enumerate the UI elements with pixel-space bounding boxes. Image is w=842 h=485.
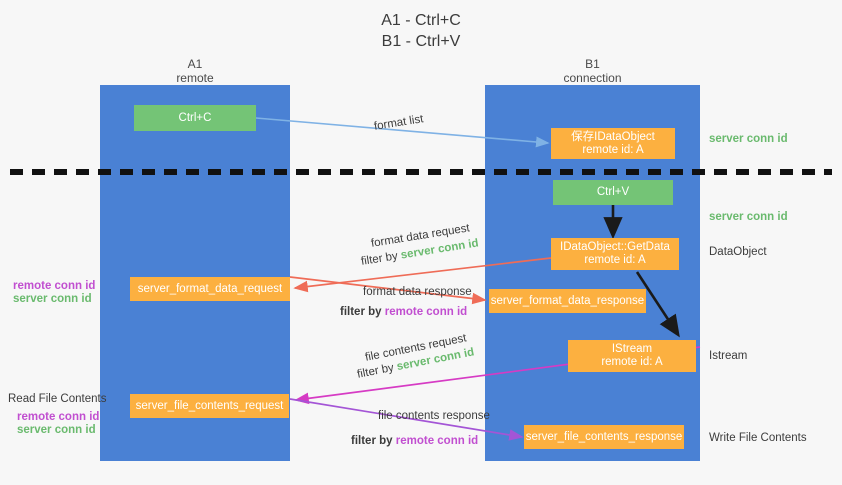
label-left-server-conn-id-2: server conn id	[17, 424, 96, 436]
box-istream[interactable]: IStream remote id: A	[568, 340, 696, 372]
label-fcresp-filter-value: remote conn id	[395, 435, 479, 447]
arrow-getdata-to-istream	[635, 271, 680, 338]
lane-header-a1: A1 remote	[100, 57, 290, 85]
lane-header-b1: B1 connection	[485, 57, 700, 85]
label-right-server-conn-id-mid: server conn id	[709, 211, 788, 223]
box-istream-line1: IStream	[611, 343, 653, 355]
title-line-1: A1 - Ctrl+C	[381, 12, 461, 29]
box-server-file-contents-response-label: server_file_contents_response	[525, 430, 683, 443]
box-ctrl-c-label: Ctrl+C	[178, 111, 212, 124]
lane-b1-title: B1	[585, 57, 600, 71]
box-server-file-contents-response[interactable]: server_file_contents_response	[524, 425, 684, 449]
arrow-file-contents-response	[289, 398, 524, 441]
diagram-title: A1 - Ctrl+C B1 - Ctrl+V	[0, 10, 842, 52]
arrow-format-list	[255, 117, 550, 148]
label-left-server-conn-id-1: server conn id	[13, 293, 92, 305]
label-left-remote-conn-id-2: remote conn id	[17, 411, 100, 423]
box-istream-line2: remote id: A	[601, 356, 663, 368]
box-server-format-data-request-label: server_format_data_request	[137, 282, 283, 295]
label-left-read-file-contents: Read File Contents	[8, 393, 107, 405]
box-idataobject[interactable]: 保存IDataObject remote id: A	[551, 128, 675, 159]
box-getdata-line1: IDataObject::GetData	[560, 241, 670, 253]
label-file-contents-response-filter: filter by remote conn id	[351, 434, 478, 448]
box-idataobject-line2: remote id: A	[582, 143, 644, 156]
box-server-format-data-response-label: server_format_data_response	[490, 294, 645, 307]
arrow-format-data-response	[289, 276, 487, 305]
label-right-dataobject: DataObject	[709, 246, 767, 258]
box-server-format-data-response[interactable]: server_format_data_response	[489, 289, 646, 313]
lane-a1-title: A1	[187, 57, 203, 71]
label-right-write-file-contents: Write File Contents	[709, 432, 807, 444]
label-right-istream: Istream	[709, 350, 748, 362]
label-left-remote-conn-id-1: remote conn id	[13, 280, 96, 292]
box-server-file-contents-request-label: server_file_contents_request	[135, 399, 284, 412]
box-server-format-data-request[interactable]: server_format_data_request	[130, 277, 290, 301]
label-fdresp-filter-value: remote conn id	[384, 306, 468, 318]
title-line-2: B1 - Ctrl+V	[381, 33, 461, 50]
box-getdata-line2: remote id: A	[584, 254, 646, 266]
box-ctrl-v-label: Ctrl+V	[596, 186, 630, 198]
label-format-data-response-filter: filter by remote conn id	[340, 305, 467, 319]
lane-a1-subtitle: remote	[176, 71, 214, 85]
label-fcresp-filter-prefix: filter by	[351, 435, 393, 447]
arrow-format-data-request	[293, 257, 552, 293]
box-server-file-contents-request[interactable]: server_file_contents_request	[130, 394, 289, 418]
label-file-contents-response: file contents response	[378, 410, 490, 422]
box-ctrl-v[interactable]: Ctrl+V	[553, 180, 673, 205]
box-idataobject-line1: 保存IDataObject	[571, 130, 655, 143]
label-right-server-conn-id-top: server conn id	[709, 133, 788, 145]
label-format-data-response: format data response	[363, 286, 472, 298]
box-idataobject-getdata[interactable]: IDataObject::GetData remote id: A	[551, 238, 679, 270]
box-ctrl-c[interactable]: Ctrl+C	[134, 105, 256, 131]
label-fdresp-filter-prefix: filter by	[340, 306, 382, 318]
lane-b1-subtitle: connection	[563, 71, 622, 85]
